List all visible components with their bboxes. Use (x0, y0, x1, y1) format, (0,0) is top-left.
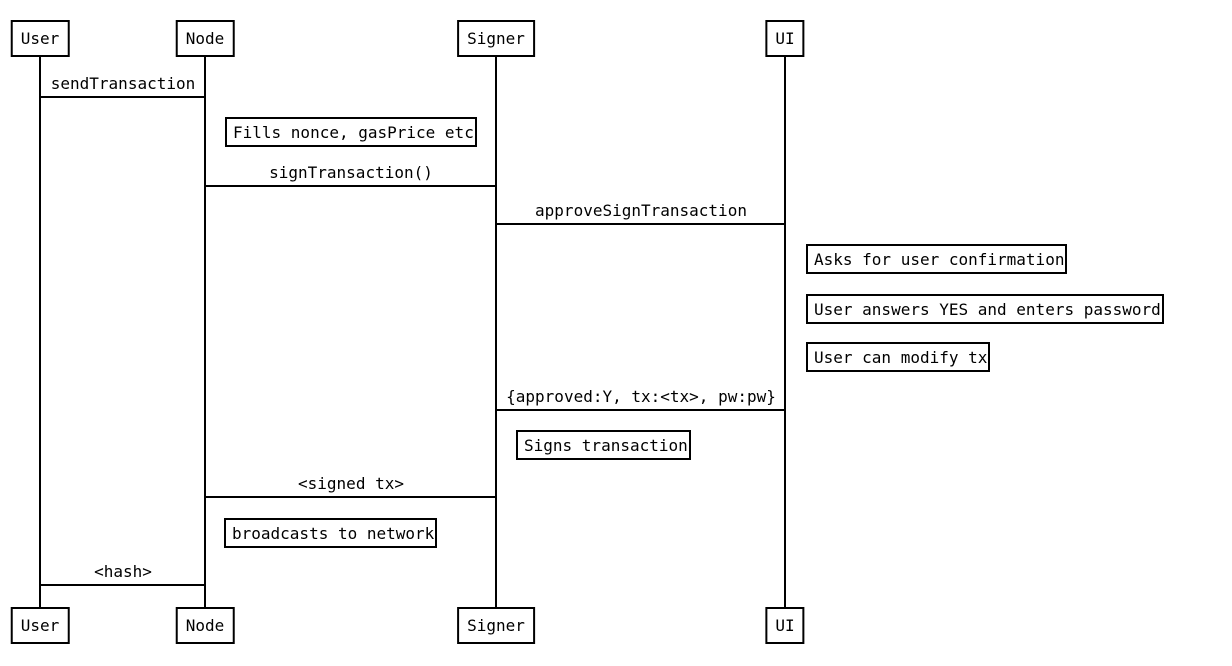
message-line-send-transaction (40, 96, 206, 98)
message-label-approved-reply: {approved:Y, tx:<tx>, pw:pw} (506, 387, 776, 406)
message-line-sign-transaction (205, 185, 497, 187)
message-label-send-transaction: sendTransaction (50, 74, 196, 93)
lifeline-user (39, 57, 41, 607)
note-signs-transaction: Signs transaction (516, 430, 691, 460)
actor-node-bottom: Node (175, 607, 235, 644)
actor-signer-bottom: Signer (457, 607, 535, 644)
lifeline-signer (495, 57, 497, 607)
message-line-signed-tx (205, 496, 497, 498)
message-label-sign-transaction: signTransaction() (269, 163, 433, 182)
message-label-signed-tx: <signed tx> (298, 474, 404, 493)
actor-ui-top: UI (765, 20, 805, 57)
actor-user-top: User (10, 20, 70, 57)
lifeline-node (204, 57, 206, 607)
message-line-approved-reply (496, 409, 786, 411)
message-label-approve-sign-transaction: approveSignTransaction (535, 201, 747, 220)
message-line-hash (40, 584, 206, 586)
actor-user-bottom: User (10, 607, 70, 644)
message-line-approve-sign-transaction (496, 223, 786, 225)
note-user-answers-yes: User answers YES and enters password (806, 294, 1164, 324)
note-fills-nonce-gasprice: Fills nonce, gasPrice etc (225, 117, 477, 147)
note-asks-user-confirmation: Asks for user confirmation (806, 244, 1068, 274)
note-broadcasts-to-network: broadcasts to network (224, 518, 438, 548)
message-label-hash: <hash> (94, 562, 152, 581)
actor-node-top: Node (175, 20, 235, 57)
note-user-can-modify-tx: User can modify tx (806, 342, 991, 372)
actor-ui-bottom: UI (765, 607, 805, 644)
lifeline-ui (784, 57, 786, 607)
actor-signer-top: Signer (457, 20, 535, 57)
